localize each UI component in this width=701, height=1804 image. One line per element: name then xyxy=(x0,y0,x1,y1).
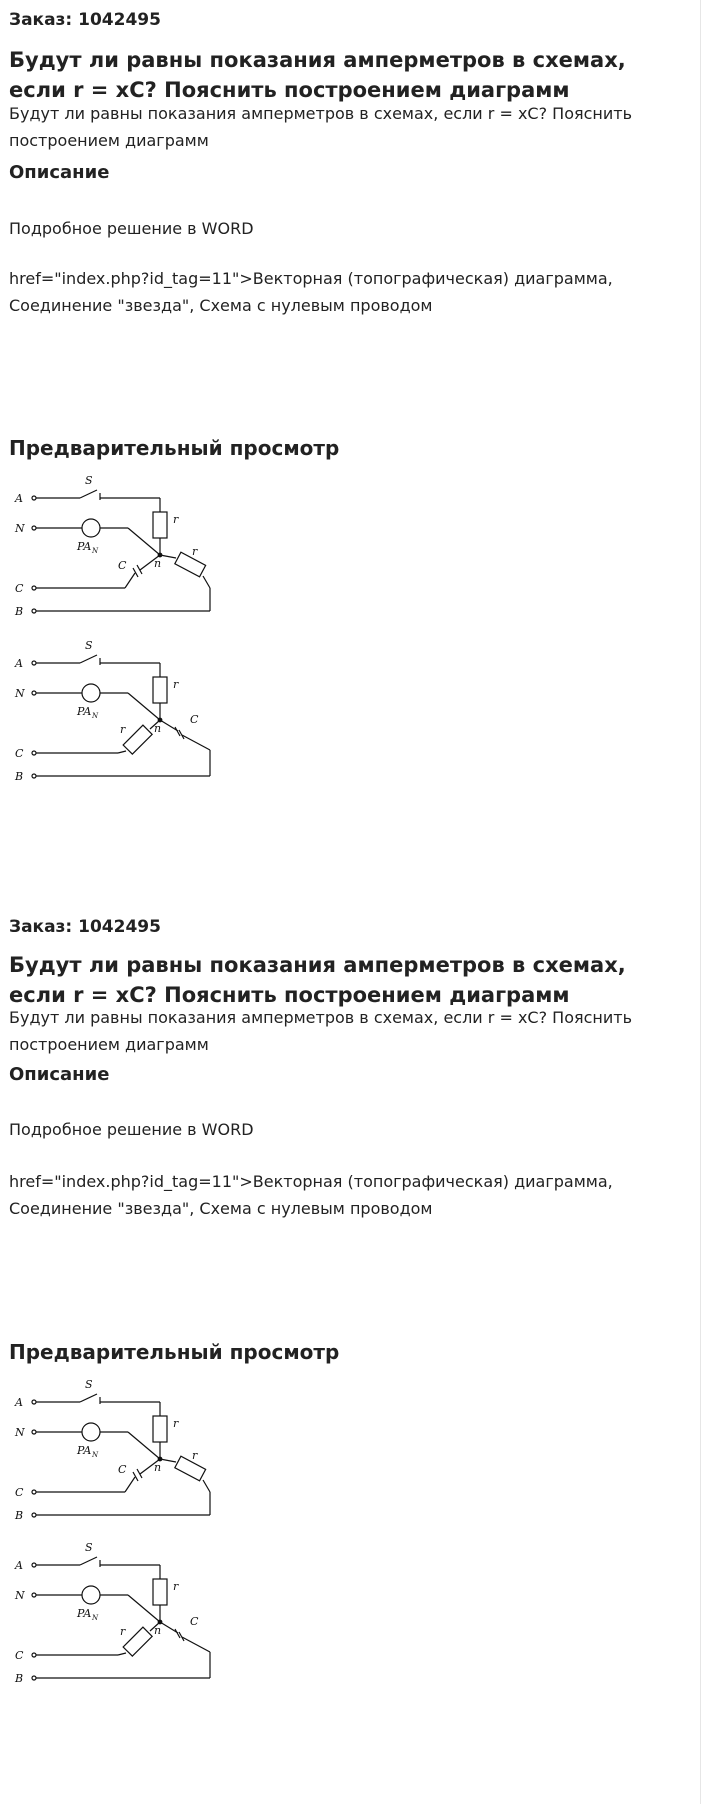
label-b: B xyxy=(14,1672,23,1685)
page-title: Будут ли равны показания амперметров в с… xyxy=(9,953,626,1007)
page-title: Будут ли равны показания амперметров в с… xyxy=(9,48,626,102)
label-switch: S xyxy=(85,474,93,487)
circuit-diagram-2: A N C B S PA N n r r C xyxy=(14,639,211,783)
label-switch: S xyxy=(85,1541,93,1554)
solution-note: Подробное решение в WORD xyxy=(9,219,254,238)
label-capacitor: C xyxy=(190,713,199,726)
label-n: N xyxy=(14,1426,25,1439)
question-text: Будут ли равны показания амперметров в с… xyxy=(9,104,633,150)
label-node: n xyxy=(154,1461,161,1474)
label-c: C xyxy=(15,1649,24,1662)
label-a: A xyxy=(14,1559,23,1572)
tags-text: href="index.php?id_tag=11">Векторная (то… xyxy=(9,269,613,315)
label-n: N xyxy=(14,1589,25,1602)
label-ammeter-sub: N xyxy=(91,1451,99,1459)
tags-text: href="index.php?id_tag=11">Векторная (то… xyxy=(9,1172,613,1218)
label-a: A xyxy=(14,492,23,505)
label-ammeter: PA xyxy=(76,1444,91,1457)
label-resistor-2: r xyxy=(192,545,198,558)
label-b: B xyxy=(14,605,23,618)
label-ammeter-sub: N xyxy=(91,1614,99,1622)
preview-heading: Предварительный просмотр xyxy=(9,436,340,460)
label-n: N xyxy=(14,522,25,535)
label-b: B xyxy=(14,770,23,783)
label-node: n xyxy=(154,557,161,570)
label-resistor-2: r xyxy=(192,1449,198,1462)
label-ammeter-sub: N xyxy=(91,547,99,555)
description-heading: Описание xyxy=(9,1064,110,1085)
description-heading: Описание xyxy=(9,162,110,183)
label-switch: S xyxy=(85,1378,93,1391)
label-resistor-1: r xyxy=(173,1417,179,1430)
label-capacitor: C xyxy=(190,1615,199,1628)
order-label: Заказ: 1042495 xyxy=(9,10,161,30)
preview-heading: Предварительный просмотр xyxy=(9,1340,340,1364)
order-label: Заказ: 1042495 xyxy=(9,917,161,937)
label-b: B xyxy=(14,1509,23,1522)
solution-note: Подробное решение в WORD xyxy=(9,1120,254,1139)
label-resistor-2: r xyxy=(120,723,126,736)
label-a: A xyxy=(14,657,23,670)
label-resistor-2: r xyxy=(120,1625,126,1638)
label-ammeter: PA xyxy=(76,705,91,718)
label-node: n xyxy=(154,722,161,735)
order-card-2: Заказ: 1042495 Будут ли равны показания … xyxy=(0,912,701,1804)
label-n: N xyxy=(14,687,25,700)
label-capacitor: C xyxy=(118,559,127,572)
circuit-diagram-1: A N C B S PA N n r r C xyxy=(14,474,211,618)
circuit-diagram-4: A N C B S PA N n r r C xyxy=(14,1541,211,1685)
question-text: Будут ли равны показания амперметров в с… xyxy=(9,1008,633,1054)
label-a: A xyxy=(14,1396,23,1409)
label-node: n xyxy=(154,1624,161,1637)
label-switch: S xyxy=(85,639,93,652)
label-resistor-1: r xyxy=(173,513,179,526)
label-ammeter-sub: N xyxy=(91,712,99,720)
label-c: C xyxy=(15,1486,24,1499)
label-c: C xyxy=(15,582,24,595)
label-c: C xyxy=(15,747,24,760)
label-ammeter: PA xyxy=(76,540,91,553)
label-ammeter: PA xyxy=(76,1607,91,1620)
label-capacitor: C xyxy=(118,1463,127,1476)
order-card-1: Заказ: 1042495 Будут ли равны показания … xyxy=(9,0,701,912)
label-resistor-1: r xyxy=(173,678,179,691)
circuit-diagram-3: A N C B S PA N n r r C xyxy=(14,1378,211,1522)
label-resistor-1: r xyxy=(173,1580,179,1593)
